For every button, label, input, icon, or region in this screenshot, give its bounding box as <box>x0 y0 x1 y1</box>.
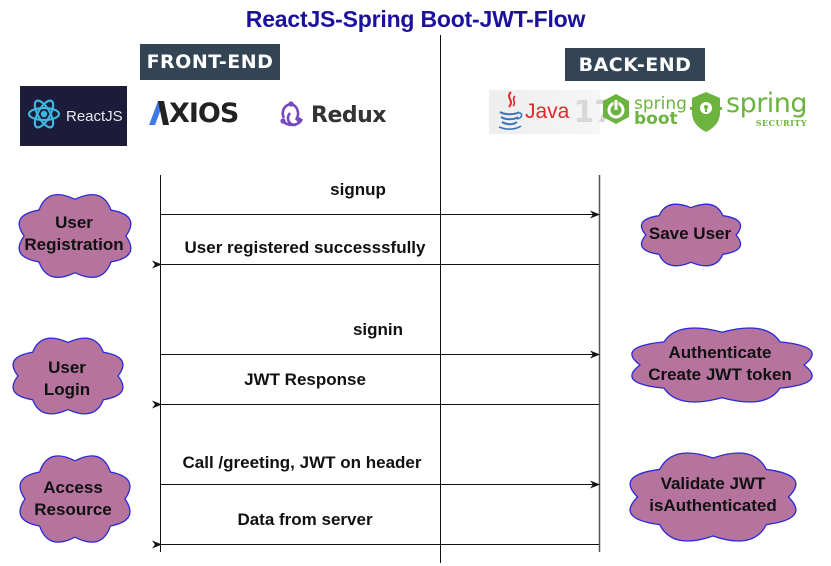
spring-boot-power-icon <box>601 93 631 130</box>
redux-logo-icon <box>274 96 308 135</box>
axios-logo: XIOS <box>149 98 239 132</box>
server-action-save-user: Save User <box>634 223 746 245</box>
cloud-authenticate <box>631 327 813 403</box>
cloud-text-line: Registration <box>24 235 124 254</box>
signin-request-label: signin <box>352 320 404 339</box>
cloud-user-registration <box>18 193 132 279</box>
react-atom-icon <box>26 96 62 137</box>
resource-request-label: Call /greeting, JWT on header <box>182 453 422 472</box>
java-logo-text: Java <box>525 100 570 123</box>
spring-security-logo-text: spring <box>726 88 808 119</box>
reactjs-logo: ReactJS <box>20 86 127 146</box>
frontend-label: FRONT-END <box>140 44 280 80</box>
axios-logo-text: XIOS <box>169 98 239 129</box>
reactjs-logo-text: ReactJS <box>66 107 123 125</box>
cloud-text-line: Create JWT token <box>648 365 792 384</box>
cloud-text-line: User <box>55 213 93 232</box>
signup-request-label: signup <box>330 180 386 199</box>
cloud-user-login <box>12 337 124 415</box>
resource-response-label: Data from server <box>237 510 373 529</box>
cloud-text-line: Authenticate <box>668 343 772 362</box>
cloud-text-line: Access <box>43 478 103 497</box>
client-action-registration: User Registration <box>14 212 134 256</box>
backend-label: BACK-END <box>565 48 705 81</box>
cloud-text-line: Save User <box>648 224 732 243</box>
cloud-save-user <box>640 203 742 267</box>
server-action-authenticate: Authenticate Create JWT token <box>624 342 816 386</box>
client-action-login: User Login <box>8 357 126 401</box>
cloud-text-line: Validate JWT <box>660 474 766 493</box>
spring-boot-text-line2: boot <box>634 108 678 129</box>
cloud-validate-jwt <box>629 452 797 542</box>
cloud-text-line: isAuthenticated <box>649 496 777 515</box>
signup-response-label: User registered successsfully <box>184 238 426 257</box>
spring-boot-text-line1: spring <box>634 93 687 114</box>
signin-response-label: JWT Response <box>244 370 366 389</box>
cloud-text-line: User <box>48 358 86 377</box>
spring-security-shield-icon <box>690 91 722 138</box>
diagram-title: ReactJS-Spring Boot-JWT-Flow <box>245 6 586 32</box>
redux-logo-text: Redux <box>311 103 386 128</box>
client-action-access: Access Resource <box>14 477 132 521</box>
axios-logo-icon <box>149 101 169 132</box>
spring-security-logo: spring SECURITY <box>690 88 808 138</box>
cloud-text-line: Resource <box>34 500 112 519</box>
cloud-access-resource <box>19 455 131 543</box>
cloud-text-line: Login <box>43 380 91 399</box>
redux-logo: Redux <box>274 96 386 135</box>
server-action-validate: Validate JWT isAuthenticated <box>624 473 802 517</box>
spring-security-logo-subtext: SECURITY <box>755 118 808 128</box>
java-cup-icon <box>497 90 523 135</box>
